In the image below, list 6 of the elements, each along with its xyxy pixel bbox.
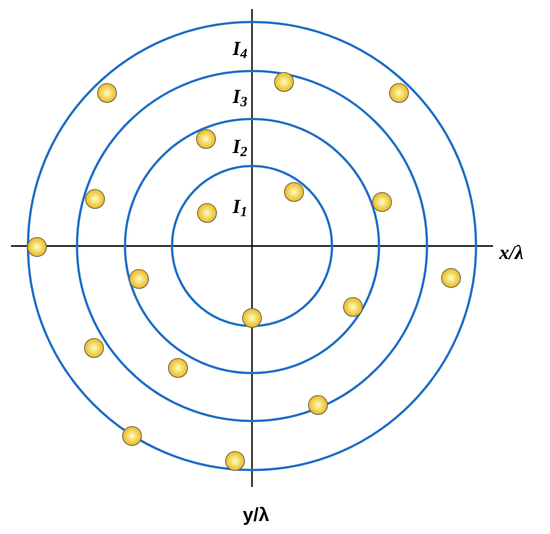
ring-label: I$_{3}$ xyxy=(232,90,247,106)
ring-label: I$_{1}$ xyxy=(232,200,246,216)
ring-label: I$_{4}$ xyxy=(232,42,247,58)
axis-label: y/λ xyxy=(242,506,269,525)
axis-label: x/λ xyxy=(498,244,524,260)
ring-label: I$_{2}$ xyxy=(232,140,247,156)
